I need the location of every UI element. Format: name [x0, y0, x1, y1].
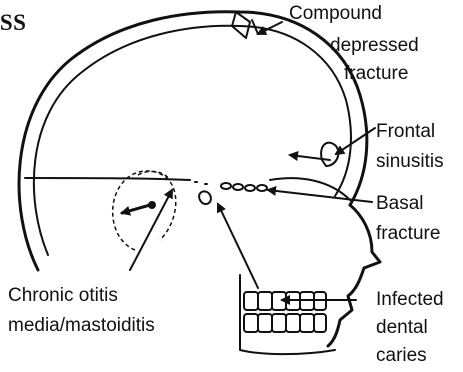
label-media-mastoiditis: media/mastoiditis	[8, 314, 155, 337]
label-sinusitis: sinusitis	[376, 150, 444, 173]
otitis-origin-dot	[148, 201, 156, 209]
base-foramen-3	[245, 185, 255, 191]
sella-outline	[199, 191, 211, 204]
facial-profile	[328, 205, 380, 346]
label-fracture-1: fracture	[344, 62, 408, 85]
label-frontal: Frontal	[376, 120, 435, 143]
label-chronic-otitis: Chronic otitis	[8, 284, 118, 307]
label-basal: Basal	[376, 192, 424, 215]
label-infected: Infected	[376, 288, 444, 311]
label-dental: dental	[376, 316, 428, 339]
arrow-frontal-sinusitis-1	[336, 128, 375, 154]
base-foramen-4	[257, 185, 267, 191]
arrow-basal-to-jaw	[218, 204, 258, 288]
inner-ear-dots	[195, 182, 207, 184]
label-depressed: depressed	[330, 34, 419, 57]
base-foramen-1	[221, 183, 231, 189]
skull-vault-outer	[19, 12, 367, 270]
label-fracture-2: fracture	[376, 222, 440, 245]
label-caries: caries	[376, 344, 427, 367]
teeth-lower	[244, 314, 326, 332]
arrow-otitis-left	[122, 205, 150, 213]
skull-vault-inner	[34, 26, 351, 255]
ear-region-dashed	[113, 171, 176, 250]
skull-base-line	[25, 178, 190, 180]
base-foramen-2	[233, 184, 243, 190]
arrow-frontal-sinusitis-2	[290, 155, 330, 160]
label-compound: Compound	[289, 2, 382, 25]
